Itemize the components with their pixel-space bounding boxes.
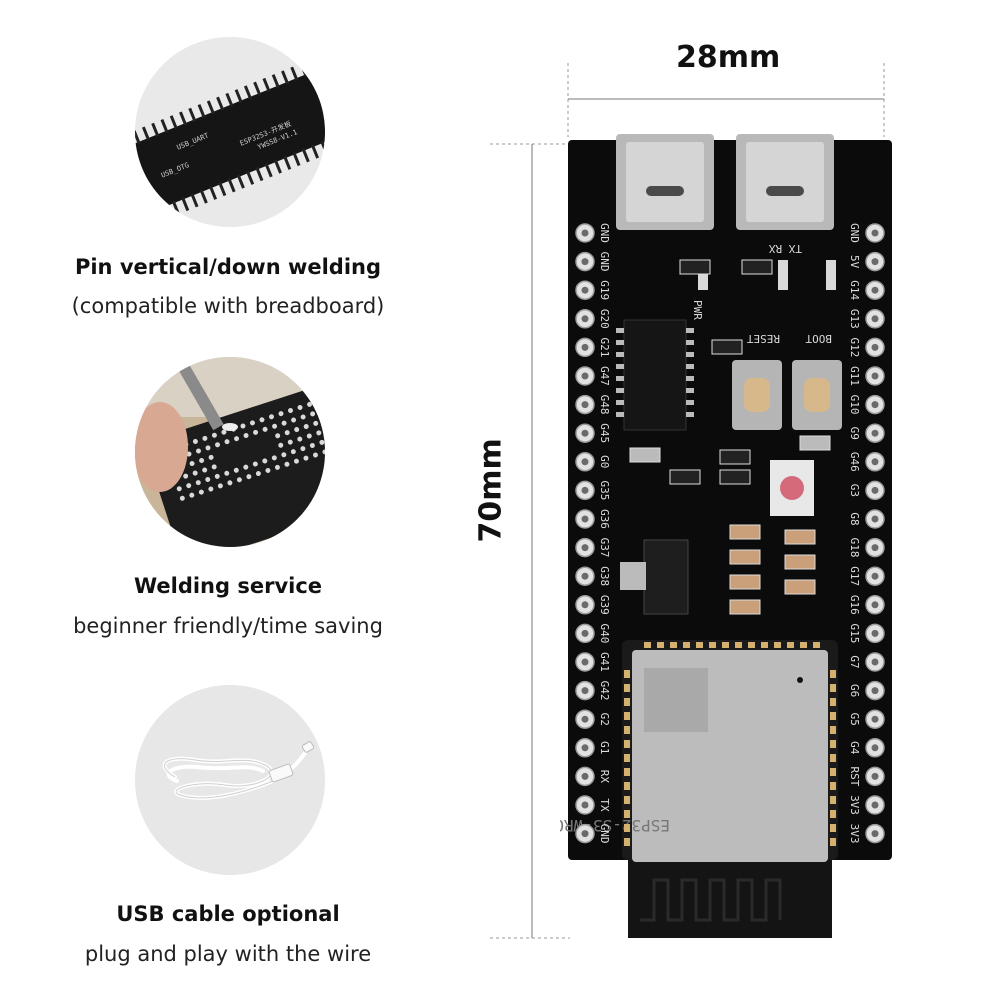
right-pin-label: 3V3 xyxy=(848,795,861,815)
left-pin-label: GND xyxy=(598,252,611,272)
left-pin-label: G42 xyxy=(598,681,611,701)
left-pin-label: G1 xyxy=(598,741,611,754)
usb-c-port-uart[interactable] xyxy=(616,134,714,230)
feature-3-title: USB cable optional xyxy=(116,902,340,926)
right-pin-label: G15 xyxy=(848,623,861,643)
width-dimension-line xyxy=(567,63,885,137)
right-pin-label: G12 xyxy=(848,337,861,357)
reset-button[interactable] xyxy=(732,360,782,430)
right-pin-label: G7 xyxy=(848,655,861,668)
left-pin-label: G38 xyxy=(598,566,611,586)
esp32-s3-dev-board: TX RX PWR RESET BOOT xyxy=(516,130,900,950)
left-pin-label: G39 xyxy=(598,595,611,615)
pwr-label: PWR xyxy=(691,300,704,320)
right-pin-label: GND xyxy=(848,223,861,243)
boot-label: BOOT xyxy=(805,332,832,345)
left-pin-label: G19 xyxy=(598,280,611,300)
right-pin-label: G17 xyxy=(848,566,861,586)
height-label: 70mm xyxy=(473,438,509,543)
feature-3-subtitle: plug and play with the wire xyxy=(84,942,372,966)
left-pin-label: G41 xyxy=(598,652,611,672)
right-pin-label: G6 xyxy=(848,684,861,697)
left-pin-label: G20 xyxy=(598,309,611,329)
esp32-s3-module: ESP32-S3-WROOM-1 xyxy=(516,640,838,862)
feature-2-subtitle: beginner friendly/time saving xyxy=(73,614,383,638)
usb-cable-photo xyxy=(135,685,325,875)
boot-button[interactable] xyxy=(792,360,842,430)
right-pin-label: G16 xyxy=(848,595,861,615)
width-label: 28mm xyxy=(676,40,781,75)
left-pin-label: G36 xyxy=(598,509,611,529)
left-pin-label: G35 xyxy=(598,480,611,500)
left-pin-label: G21 xyxy=(598,337,611,357)
right-pin-label: G14 xyxy=(848,280,861,300)
left-pin-label: G47 xyxy=(598,366,611,386)
pin-header-photo: USB_UART USB_OTG ESP32S3-开发板 YWSS8-V1.1 xyxy=(135,37,325,227)
left-pin-label: G2 xyxy=(598,713,611,726)
height-dimension-line xyxy=(490,143,570,939)
reset-label: RESET xyxy=(747,332,780,345)
left-pin-label: G40 xyxy=(598,623,611,643)
left-pin-label: G48 xyxy=(598,395,611,415)
left-pin-label: GND xyxy=(598,824,611,844)
right-pin-label: G11 xyxy=(848,366,861,386)
right-pin-label: G10 xyxy=(848,395,861,415)
right-pin-label: G5 xyxy=(848,713,861,726)
usb-c-port-otg[interactable] xyxy=(736,134,834,230)
tx-rx-label: TX RX xyxy=(769,242,802,255)
right-pin-label: 5V xyxy=(848,255,861,269)
feature-2-title: Welding service xyxy=(133,574,323,598)
left-pin-label: GND xyxy=(598,223,611,243)
feature-1-title: Pin vertical/down welding xyxy=(74,255,382,279)
left-pin-label: G45 xyxy=(598,423,611,443)
right-pin-label: G3 xyxy=(848,484,861,497)
left-pin-label: G37 xyxy=(598,538,611,558)
left-pin-label: TX xyxy=(598,798,611,812)
right-pin-label: G9 xyxy=(848,427,861,440)
right-pin-label: G46 xyxy=(848,452,861,472)
right-pin-label: G13 xyxy=(848,309,861,329)
left-pin-label: RX xyxy=(598,770,611,784)
right-pin-label: G8 xyxy=(848,512,861,525)
left-pin-label: G0 xyxy=(598,455,611,468)
right-pin-label: RST xyxy=(848,766,861,786)
right-pin-label: 3V3 xyxy=(848,824,861,844)
right-pin-label: G18 xyxy=(848,538,861,558)
right-pin-label: G4 xyxy=(848,741,861,755)
soldering-photo xyxy=(135,357,325,547)
feature-1-subtitle: (compatible with breadboard) xyxy=(71,294,385,318)
